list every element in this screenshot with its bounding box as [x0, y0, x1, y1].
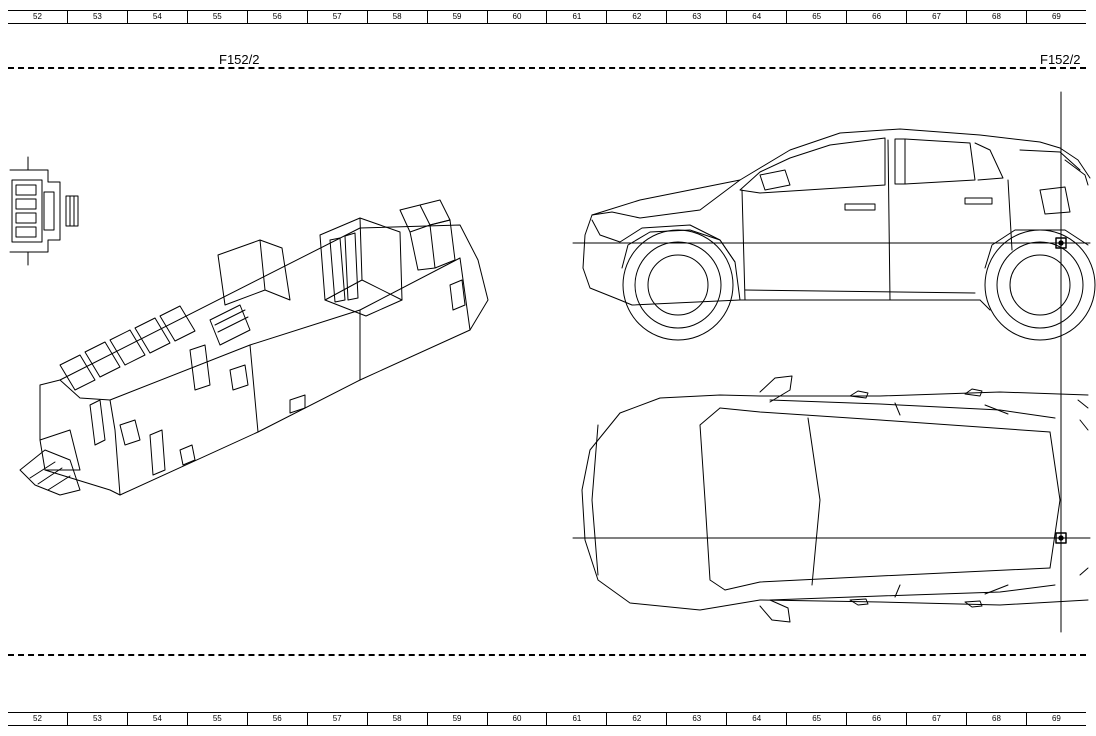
ruler-cell: 53: [66, 11, 127, 23]
ruler-cell: 59: [426, 11, 487, 23]
ruler-cell: 61: [546, 11, 606, 23]
fuse-box-illustration: [19, 199, 489, 496]
ruler-cell: 65: [786, 11, 846, 23]
ruler-cell: 58: [366, 11, 427, 23]
ruler-cell: 67: [906, 11, 966, 23]
ruler-cell: 63: [666, 713, 726, 725]
ruler-cell: 57: [306, 713, 367, 725]
ruler-cell: 55: [186, 11, 247, 23]
ruler-cell: 56: [246, 11, 307, 23]
ruler-cell: 56: [246, 713, 307, 725]
ruler-cell: 69: [1025, 713, 1086, 725]
ruler-cell: 57: [306, 11, 367, 23]
ruler-cell: 52: [33, 714, 42, 723]
ruler-cell: 66: [846, 11, 906, 23]
ruler-cell: 60: [486, 713, 547, 725]
ruler-cell: 60: [486, 11, 547, 23]
ruler-cell: 55: [186, 713, 247, 725]
section-divider-top: [8, 67, 1086, 69]
ruler-cell: 69: [1025, 11, 1086, 23]
ruler-cell: 62: [606, 713, 666, 725]
ruler-cell: 61: [546, 713, 606, 725]
component-label-right: F152/2: [1040, 52, 1081, 67]
ruler-cell: 58: [366, 713, 427, 725]
connector-plug-icon: [9, 156, 79, 266]
car-side-view: [582, 128, 1096, 341]
car-top-view: [581, 375, 1089, 623]
location-crosshair: [572, 91, 1091, 633]
component-label-left: F152/2: [219, 52, 260, 67]
column-ruler-top: 52 53 54 55 56 57 58 59 60 61 62 63 64 6…: [8, 10, 1086, 24]
ruler-cell: 68: [966, 11, 1026, 23]
ruler-cell: 59: [426, 713, 487, 725]
ruler-cell: 52: [33, 12, 42, 21]
ruler-cell: 62: [606, 11, 666, 23]
ruler-cell: 68: [966, 713, 1026, 725]
ruler-cell: 54: [126, 11, 187, 23]
section-divider-bottom: [8, 654, 1086, 656]
column-ruler-bottom: 52 53 54 55 56 57 58 59 60 61 62 63 64 6…: [8, 712, 1086, 726]
ruler-cell: 54: [126, 713, 187, 725]
ruler-cell: 65: [786, 713, 846, 725]
ruler-cell: 66: [846, 713, 906, 725]
ruler-cell: 63: [666, 11, 726, 23]
ruler-cell: 64: [726, 11, 786, 23]
ruler-cell: 64: [726, 713, 786, 725]
ruler-cell: 53: [66, 713, 127, 725]
ruler-cell: 67: [906, 713, 966, 725]
